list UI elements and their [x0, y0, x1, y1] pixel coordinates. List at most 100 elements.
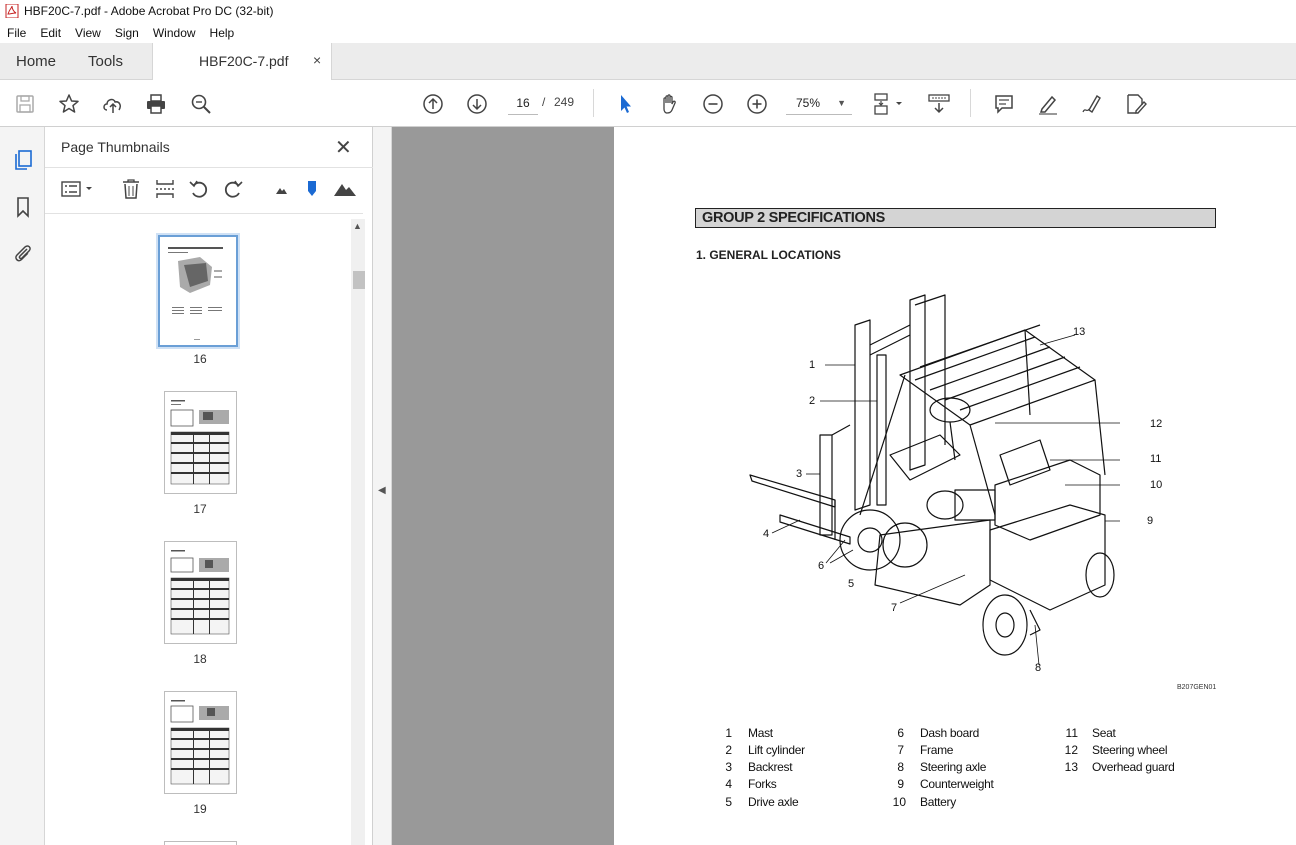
attachments-icon[interactable] [10, 240, 36, 266]
thumbnail-page-19[interactable] [164, 691, 237, 794]
legend-label: Drive axle [748, 795, 799, 809]
section-title: 1. GENERAL LOCATIONS [696, 248, 841, 262]
thumbnail-list: 16 17 [45, 219, 350, 845]
menu-file[interactable]: File [7, 25, 27, 40]
thumbnail-page-18[interactable] [164, 541, 237, 644]
title-bar: HBF20C-7.pdf - Adobe Acrobat Pro DC (32-… [0, 0, 1296, 22]
callout-label: 1 [809, 359, 816, 371]
scrolling-mode-icon[interactable] [926, 91, 952, 117]
legend-label: Battery [920, 795, 956, 809]
legend-label: Mast [748, 726, 773, 740]
legend-number: 11 [1065, 726, 1078, 740]
scroll-up-arrow-icon[interactable]: ▲ [353, 221, 362, 231]
callout-label: 6 [818, 560, 825, 572]
close-icon[interactable]: ✕ [335, 137, 352, 159]
legend-number: 1 [725, 726, 732, 740]
callout-label: 4 [763, 528, 770, 540]
zoom-level-select[interactable]: 75% ▼ [786, 91, 852, 115]
chevron-down-icon: ▼ [837, 98, 846, 108]
zoom-level-value: 75% [796, 96, 821, 110]
legend-number: 3 [725, 760, 732, 774]
callout-label: 10 [1150, 479, 1163, 491]
rotate-counterclockwise-icon[interactable] [187, 177, 211, 201]
hand-tool-icon[interactable] [656, 91, 682, 117]
group-header: GROUP 2 SPECIFICATIONS [695, 208, 1216, 228]
callout-label: 2 [809, 395, 816, 407]
page-separator: / [542, 95, 546, 109]
menu-edit[interactable]: Edit [40, 25, 62, 40]
bookmark-star-icon[interactable] [56, 91, 82, 117]
legend-label: Steering axle [920, 760, 987, 774]
callout-label: 8 [1035, 662, 1042, 674]
menu-window[interactable]: Window [152, 25, 196, 40]
thumbnail-scrollbar[interactable]: ▲ [351, 219, 365, 845]
rotate-clockwise-icon[interactable] [221, 177, 245, 201]
callout-label: 12 [1150, 418, 1163, 430]
select-cursor-icon[interactable] [612, 91, 638, 117]
insert-page-icon[interactable] [153, 177, 177, 201]
tab-document[interactable]: HBF20C-7.pdf × [152, 43, 332, 81]
main-toolbar: 16 / 249 75% ▼ [0, 80, 1296, 127]
zoom-out-icon[interactable] [700, 91, 726, 117]
thumbnail-page-number: 19 [193, 802, 207, 816]
highlight-pen-icon[interactable] [1035, 91, 1061, 117]
panel-toolbar-divider [45, 213, 363, 214]
legend-label: Overhead guard [1092, 760, 1175, 774]
legend-number: 4 [725, 777, 732, 791]
menu-help[interactable]: Help [209, 25, 235, 40]
toolbar-divider [970, 89, 971, 117]
legend-number: 5 [725, 795, 732, 809]
legend-number: 7 [897, 743, 904, 757]
callout-label: 5 [848, 578, 855, 590]
tab-document-label: HBF20C-7.pdf [199, 53, 289, 69]
thumbnail-options-icon[interactable] [59, 177, 97, 201]
previous-page-icon[interactable] [420, 91, 446, 117]
legend-number: 9 [897, 777, 904, 791]
callout-label: 9 [1147, 515, 1154, 527]
figure-code: B207GEN01 [1177, 684, 1217, 691]
fill-sign-icon[interactable] [1123, 91, 1149, 117]
page-total: 249 [554, 95, 575, 109]
legend-number: 13 [1064, 760, 1078, 774]
tab-close-icon[interactable]: × [313, 52, 322, 68]
thumbnail-larger-icon[interactable] [333, 177, 357, 201]
tab-home[interactable]: Home [16, 53, 57, 70]
collapse-left-icon[interactable]: ◀ [378, 485, 386, 496]
page-number-input[interactable]: 16 [508, 91, 538, 115]
panel-collapse-strip[interactable]: ◀ [373, 127, 392, 845]
thumbnail-page-number: 18 [193, 652, 207, 666]
forklift-illustration [749, 294, 1120, 666]
comment-icon[interactable] [991, 91, 1017, 117]
legend-number: 2 [725, 743, 732, 757]
window-title: HBF20C-7.pdf - Adobe Acrobat Pro DC (32-… [24, 4, 274, 18]
thumbnail-page-20[interactable] [164, 841, 237, 845]
delete-page-icon[interactable] [119, 177, 143, 201]
thumbnail-page-16[interactable] [158, 235, 238, 347]
upload-cloud-icon[interactable] [100, 91, 126, 117]
search-zoom-icon[interactable] [188, 91, 214, 117]
callout-label: 11 [1150, 453, 1162, 465]
tab-tools[interactable]: Tools [88, 53, 124, 70]
left-navigation-rail [0, 127, 45, 845]
panel-divider [45, 167, 373, 168]
thumbnail-slider-icon[interactable] [300, 177, 324, 201]
callout-label: 7 [891, 602, 898, 614]
save-icon[interactable] [12, 91, 38, 117]
menu-bar: File Edit View Sign Window Help [0, 22, 1296, 43]
thumbnail-page-number: 16 [193, 352, 207, 366]
legend-label: Backrest [748, 760, 793, 774]
zoom-in-icon[interactable] [744, 91, 770, 117]
legend-number: 6 [897, 726, 904, 740]
menu-view[interactable]: View [75, 25, 101, 40]
next-page-icon[interactable] [464, 91, 490, 117]
thumbnail-smaller-icon[interactable] [269, 177, 293, 201]
thumbnail-page-17[interactable] [164, 391, 237, 494]
page-thumbnails-icon[interactable] [10, 147, 36, 173]
menu-sign[interactable]: Sign [114, 25, 139, 40]
scrollbar-thumb[interactable] [353, 271, 365, 289]
page-fit-icon[interactable] [870, 91, 906, 117]
print-icon[interactable] [143, 91, 169, 117]
draw-sign-icon[interactable] [1079, 91, 1105, 117]
legend-number: 8 [897, 760, 904, 774]
bookmarks-icon[interactable] [10, 194, 36, 220]
